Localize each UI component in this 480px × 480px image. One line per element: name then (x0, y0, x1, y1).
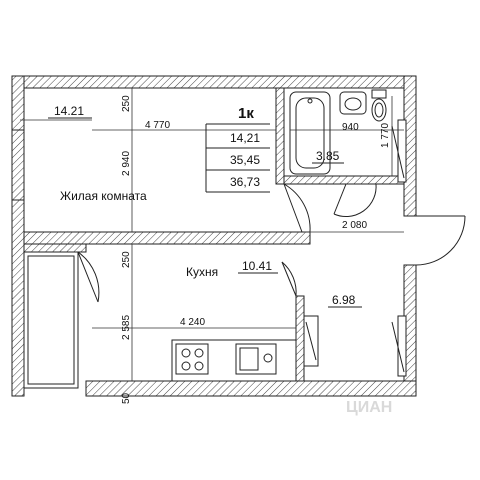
dim-kitchen-depth: 2 585 (121, 315, 132, 340)
dim-living-depth: 2 940 (121, 151, 132, 176)
dimension-labels: 4 770 940 2 080 4 240 250 2 940 250 2 58… (121, 95, 391, 404)
window-marks (12, 129, 24, 201)
wall-living-kitchen (23, 231, 311, 245)
bath-door (333, 183, 347, 215)
wall-top (11, 75, 417, 89)
summary-area-total: 35,45 (230, 153, 260, 167)
bathroom-area: 3.85 (316, 149, 340, 163)
doors (281, 183, 466, 297)
summary-area-overall: 36,73 (230, 175, 260, 189)
hall-area: 6.98 (332, 293, 356, 307)
sink (339, 91, 367, 115)
area-summary: 1к 14,21 35,45 36,73 (205, 105, 270, 193)
room-labels: 14.21 Жилая комната Кухня 10.41 3.85 6.9… (48, 104, 362, 308)
wall-balcony-left (23, 243, 87, 253)
balcony (23, 251, 100, 389)
dim-bath-width: 940 (342, 122, 359, 133)
dimension-lines (20, 88, 404, 381)
bathroom-fixtures (289, 89, 387, 175)
wall-bottom (85, 380, 417, 397)
wall-left (11, 75, 25, 397)
toilet-tank (371, 89, 387, 99)
kitchen-name: Кухня (186, 265, 218, 279)
toilet-bowl (371, 98, 387, 122)
living-door (283, 183, 303, 233)
watermark: ЦИАН (346, 399, 392, 416)
stove (175, 343, 209, 375)
summary-area-living: 14,21 (230, 131, 260, 145)
wall-kitchen-hall (295, 295, 305, 382)
wall-bath-left (275, 87, 285, 185)
kitchen-area: 10.41 (242, 259, 272, 273)
walls (11, 75, 417, 397)
dim-living-width: 4 770 (145, 120, 170, 131)
dim-bath-depth: 1 770 (380, 123, 391, 148)
kitchen-door (281, 261, 297, 297)
bathtub (289, 91, 331, 175)
dim-hall-width: 2 080 (342, 220, 367, 231)
dim-top-offset: 250 (121, 95, 132, 112)
dim-bottom-offset: 50 (121, 392, 132, 404)
dim-kitchen-offset: 250 (121, 251, 132, 268)
living-area-top: 14.21 (54, 104, 84, 118)
wardrobes (303, 119, 407, 377)
dim-kitchen-width: 4 240 (180, 317, 205, 328)
wall-bath-bottom (283, 175, 405, 185)
living-room-name: Жилая комната (60, 189, 147, 203)
kitchen-fixtures (171, 339, 297, 382)
apartment-type: 1к (238, 105, 254, 122)
kitchen-sink (235, 343, 277, 375)
